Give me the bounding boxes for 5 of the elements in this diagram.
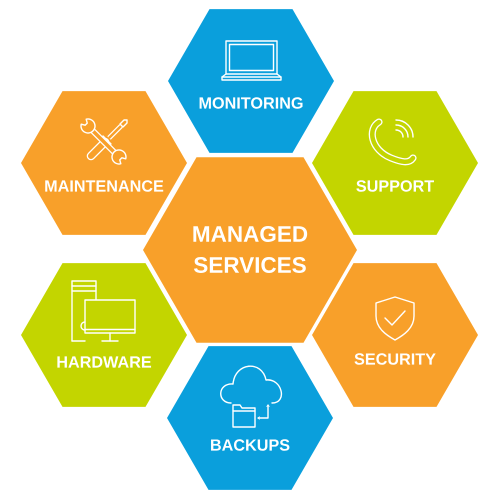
hexagon: SECURITY xyxy=(312,263,478,407)
hexagon: BACKUPS xyxy=(167,346,333,490)
hexagon: MONITORING xyxy=(168,9,334,153)
hexagon: MAINTENANCE xyxy=(21,91,187,235)
hexagon: SUPPORT xyxy=(312,91,478,235)
